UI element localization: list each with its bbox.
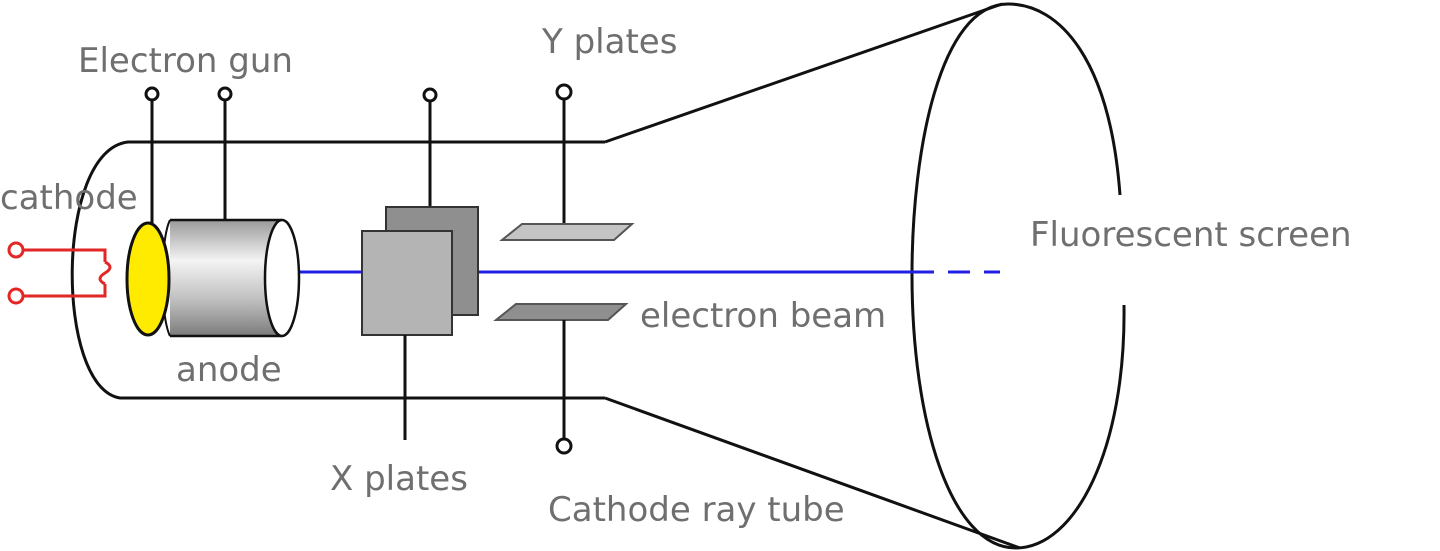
x-plate-terminal bbox=[422, 87, 438, 103]
label-x-plates: X plates bbox=[330, 459, 468, 499]
label-fluorescent-screen: Fluorescent screen bbox=[1030, 215, 1352, 255]
tube-funnel-top bbox=[604, 2, 1003, 144]
anode-opening bbox=[263, 218, 301, 338]
heater-terminal-top bbox=[7, 241, 25, 259]
x-plates bbox=[361, 87, 479, 440]
label-electron-gun: Electron gun bbox=[78, 41, 293, 81]
y-plate-upper bbox=[499, 223, 635, 241]
y-plate-terminal-bottom bbox=[555, 437, 573, 455]
fluorescent-screen-outline bbox=[910, 2, 1126, 550]
y-plate-terminal-top bbox=[555, 83, 573, 101]
electron-gun-leads bbox=[144, 86, 233, 228]
gun-terminal-2 bbox=[217, 86, 233, 102]
label-anode: anode bbox=[176, 350, 282, 390]
label-cathode-ray-tube: Cathode ray tube bbox=[548, 490, 845, 530]
heater-wire-top bbox=[23, 248, 107, 262]
gun-terminal-1 bbox=[144, 86, 160, 102]
heater-filament bbox=[98, 260, 112, 286]
tube-outline bbox=[70, 2, 1126, 550]
tube-funnel-bottom bbox=[604, 396, 1021, 550]
y-plates bbox=[493, 83, 635, 455]
label-y-plates: Y plates bbox=[541, 22, 677, 62]
label-electron-beam: electron beam bbox=[640, 296, 886, 336]
heater-terminal-bottom bbox=[7, 287, 25, 305]
label-cathode: cathode bbox=[0, 178, 138, 218]
y-plate-lower bbox=[493, 303, 629, 321]
x-plate-front bbox=[361, 230, 453, 336]
cathode-disk bbox=[125, 221, 171, 337]
tube-neck-outline bbox=[70, 140, 605, 400]
anode-cylinder bbox=[161, 218, 301, 338]
heater-wire-bottom bbox=[23, 284, 107, 298]
heater-wiring bbox=[7, 241, 112, 305]
